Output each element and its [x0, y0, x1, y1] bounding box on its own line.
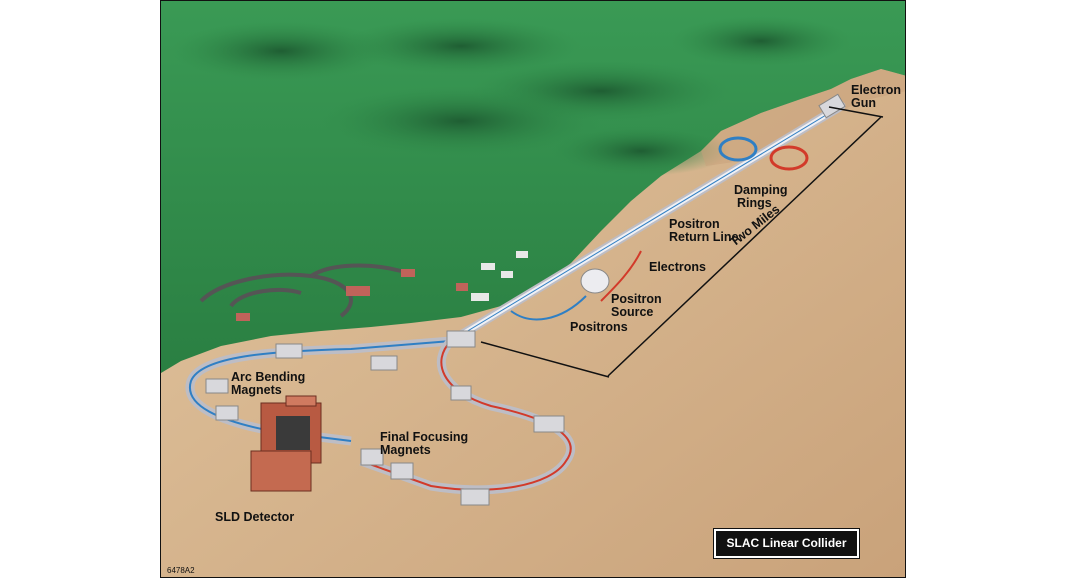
label-sld-detector: SLD Detector: [215, 510, 295, 524]
linac: [446, 93, 846, 346]
diagram-title: SLAC Linear Collider: [713, 528, 860, 559]
hills: [171, 16, 851, 176]
two-miles-dimension: [480, 106, 884, 378]
figure-id: 6478A2: [167, 566, 195, 575]
collider-scene: [161, 1, 905, 577]
buildings: [236, 251, 528, 321]
campus: [199, 263, 402, 318]
positron-source-graphic: [510, 268, 610, 321]
arc-magnets: [205, 330, 565, 506]
positron-return-line-graphic: [600, 250, 642, 302]
damping-rings-graphic: [718, 136, 809, 171]
label-positrons: Positrons: [570, 320, 628, 334]
label-electrons: Electrons: [649, 260, 706, 274]
sld-detector-graphic: [250, 395, 322, 492]
